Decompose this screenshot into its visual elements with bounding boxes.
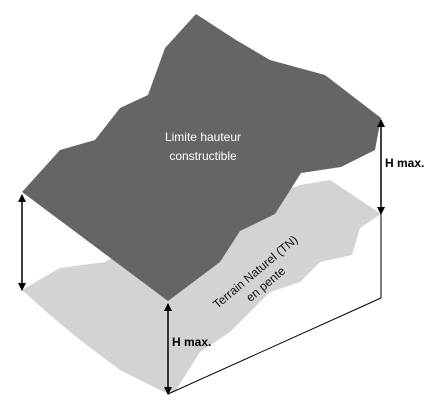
limit-label-line2: constructible	[169, 149, 237, 163]
hmax-right-label: H max.	[385, 156, 424, 170]
terrain-surface	[22, 180, 381, 394]
hmax-front-label: H max.	[172, 335, 211, 349]
box-edge-front-bottom	[167, 297, 382, 395]
upper-limit-surface	[22, 14, 381, 301]
limit-label-line1: Limite hauteur	[165, 130, 241, 144]
